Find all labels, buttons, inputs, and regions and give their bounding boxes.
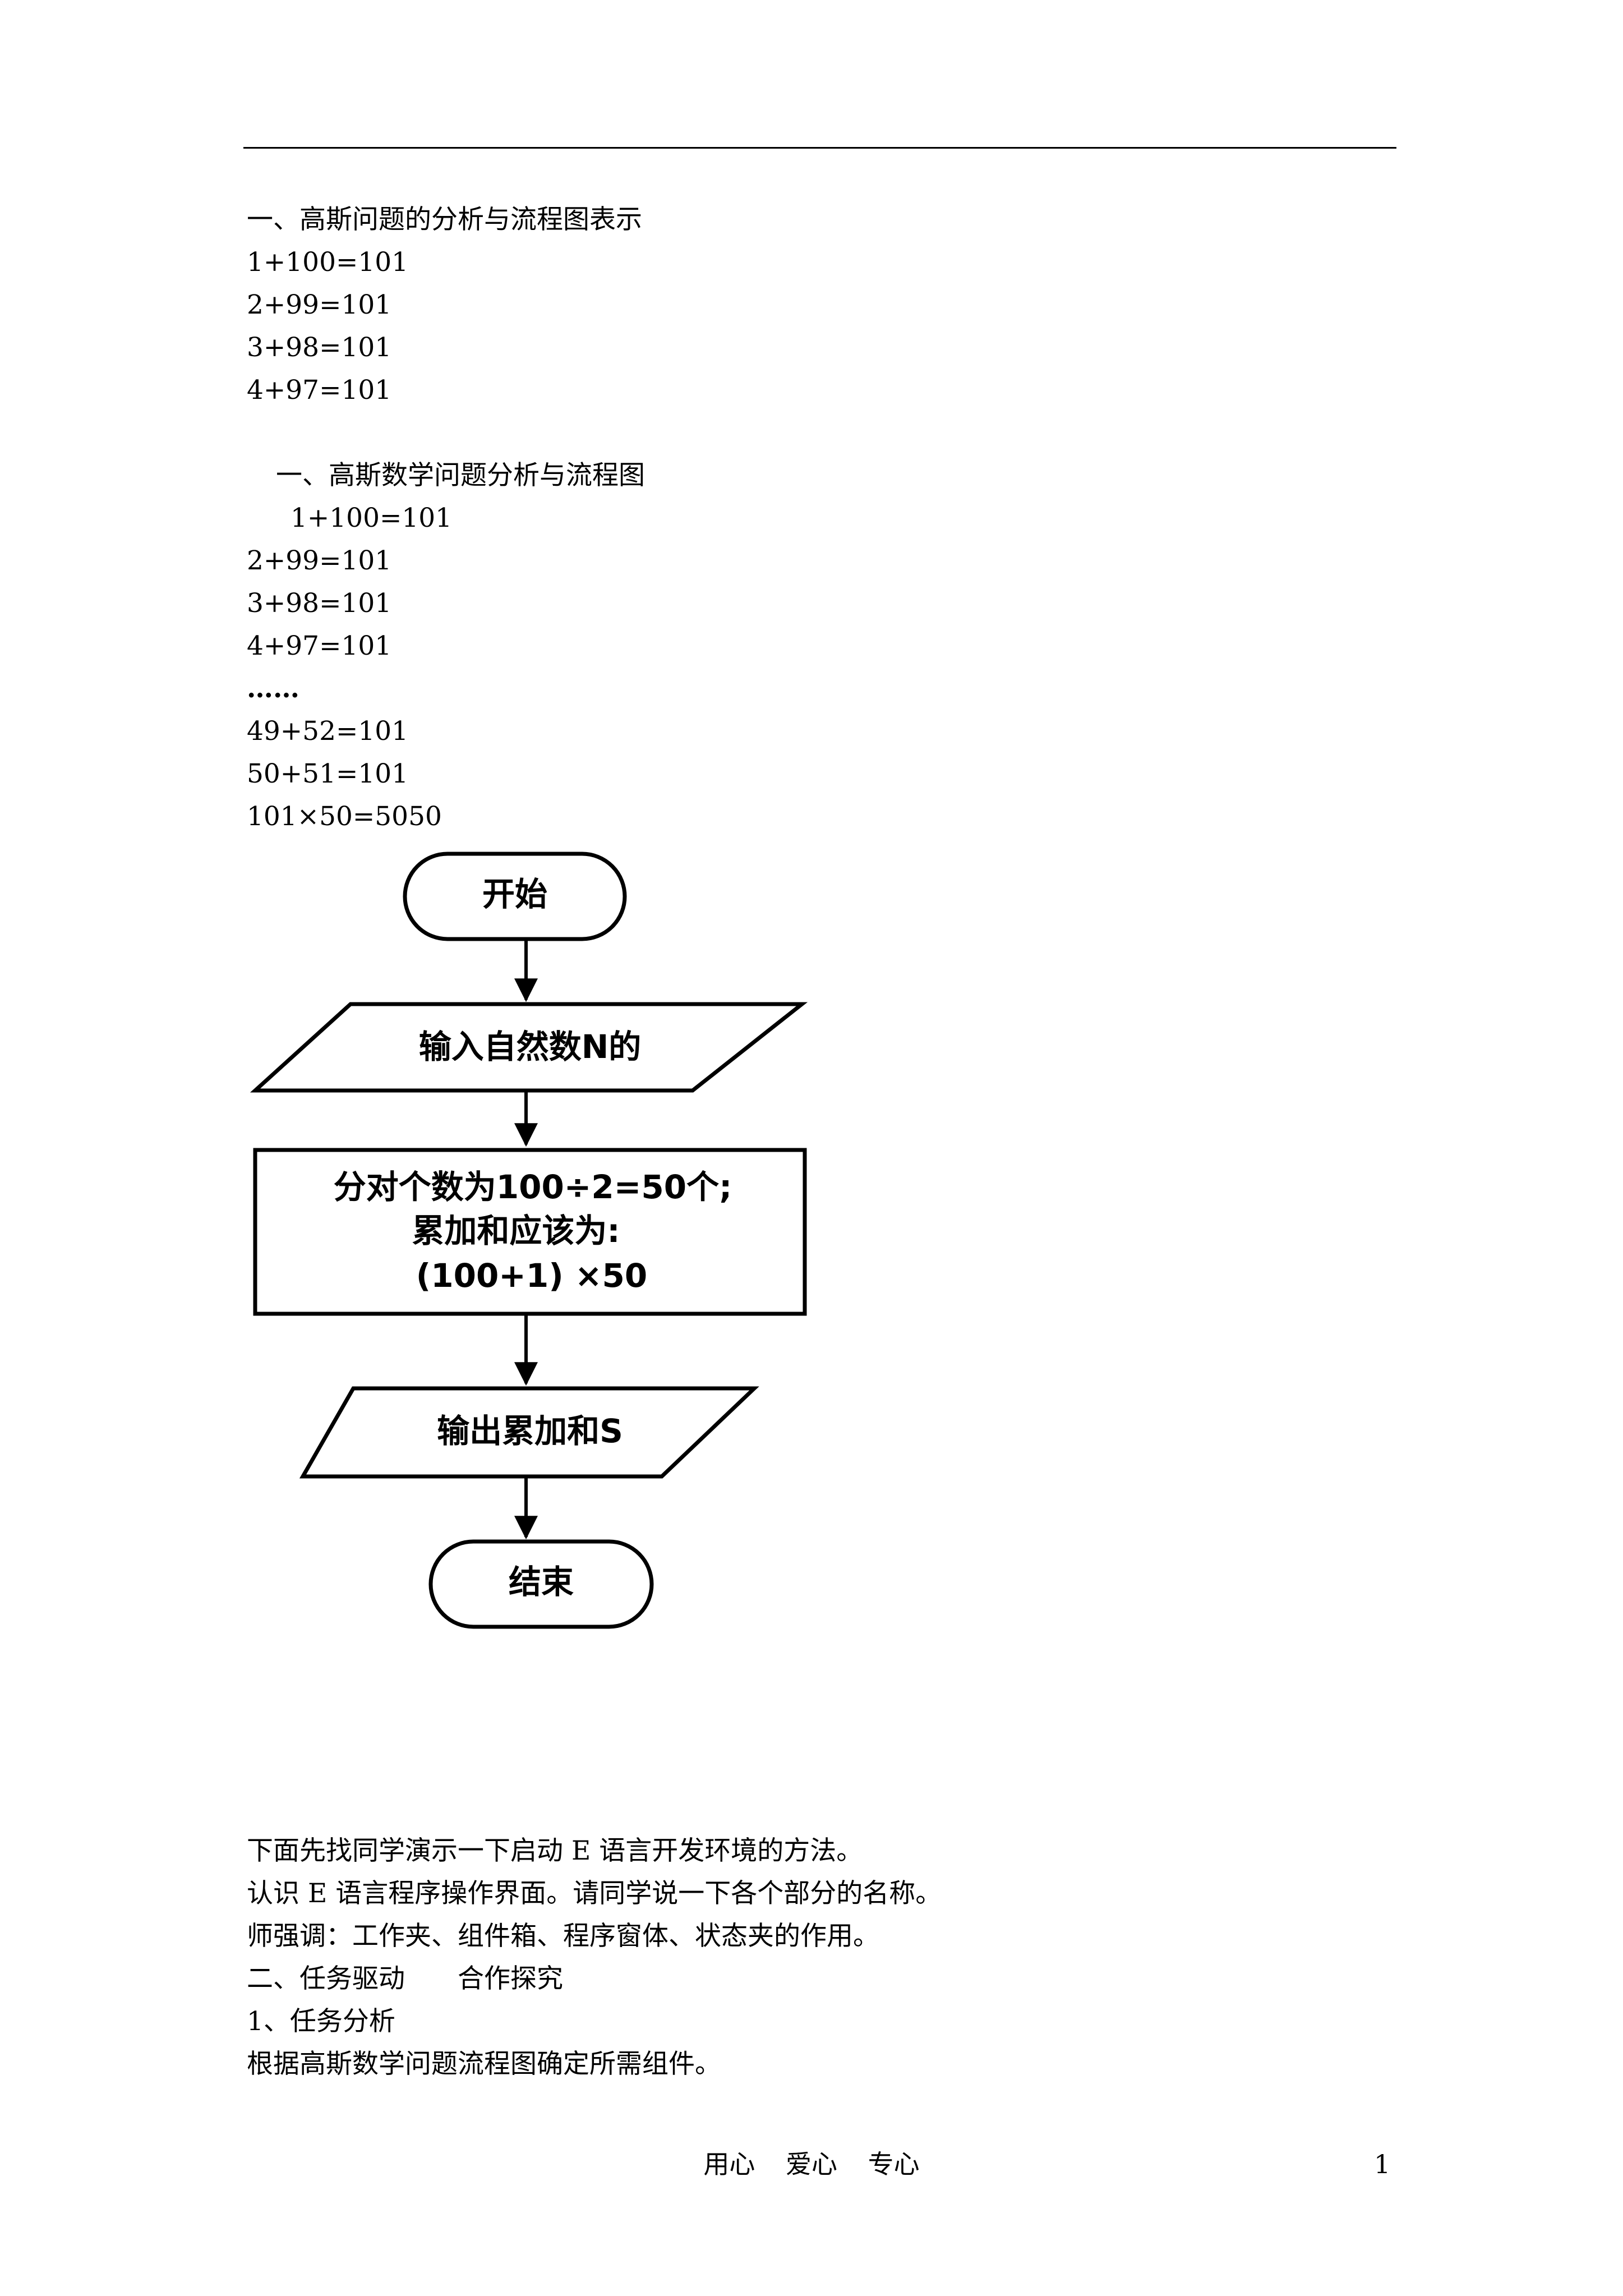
- flow-start-terminator: [403, 852, 627, 941]
- flow-output-label: 输出累加和S: [437, 1412, 623, 1450]
- flow-process-box: [253, 1148, 807, 1316]
- body-line: 下面先找同学演示一下启动 E 语言开发环境的方法。: [247, 1835, 863, 1866]
- section-heading-3: 二、任务驱动 合作探究: [247, 1963, 563, 1994]
- flow-process-line-2: 累加和应该为:: [412, 1212, 620, 1250]
- equation-line: 4+97=101: [247, 375, 392, 406]
- flow-input-label: 输入自然数N的: [419, 1028, 642, 1066]
- subsection-heading: 1、任务分析: [247, 2006, 395, 2037]
- equation-line: 3+98=101: [247, 332, 392, 363]
- body-line: 认识 E 语言程序操作界面。请同学说一下各个部分的名称。: [247, 1878, 942, 1909]
- equation-line: 49+52=101: [247, 716, 409, 747]
- body-line: 师强调：工作夹、组件箱、程序窗体、状态夹的作用。: [247, 1921, 879, 1952]
- flowchart: 开始 输入自然数N的 分对个数为100÷2=50个; 累加和应该为: (100+…: [250, 852, 808, 1629]
- flow-input-parallelogram: [250, 1002, 808, 1093]
- flow-process-line-3: (100+1) ×50: [416, 1257, 648, 1295]
- equation-line: 2+99=101: [247, 545, 392, 576]
- ellipsis-line: ……: [247, 673, 299, 704]
- body-line: 根据高斯数学问题流程图确定所需组件。: [247, 2049, 721, 2079]
- equation-line: 2+99=101: [247, 289, 392, 320]
- header-rule: [243, 147, 1396, 149]
- flow-process-line-1: 分对个数为100÷2=50个;: [334, 1168, 732, 1206]
- equation-line: 1+100=101: [291, 503, 453, 533]
- flow-end-terminator: [428, 1539, 654, 1629]
- page-number: 1: [1374, 2149, 1391, 2179]
- equation-line: 101×50=5050: [247, 801, 442, 832]
- footer-motto: 用心 爱心 专心: [703, 2149, 920, 2179]
- equation-line: 4+97=101: [247, 631, 392, 661]
- flow-start-label: 开始: [482, 875, 547, 913]
- flow-end-label: 结束: [509, 1563, 574, 1601]
- section-heading-1: 一、高斯问题的分析与流程图表示: [247, 204, 642, 235]
- equation-line: 1+100=101: [247, 247, 409, 278]
- equation-line: 3+98=101: [247, 588, 392, 619]
- flow-output-parallelogram: [299, 1386, 759, 1479]
- equation-line: 50+51=101: [247, 758, 409, 789]
- section-heading-2: 一、高斯数学问题分析与流程图: [276, 460, 645, 491]
